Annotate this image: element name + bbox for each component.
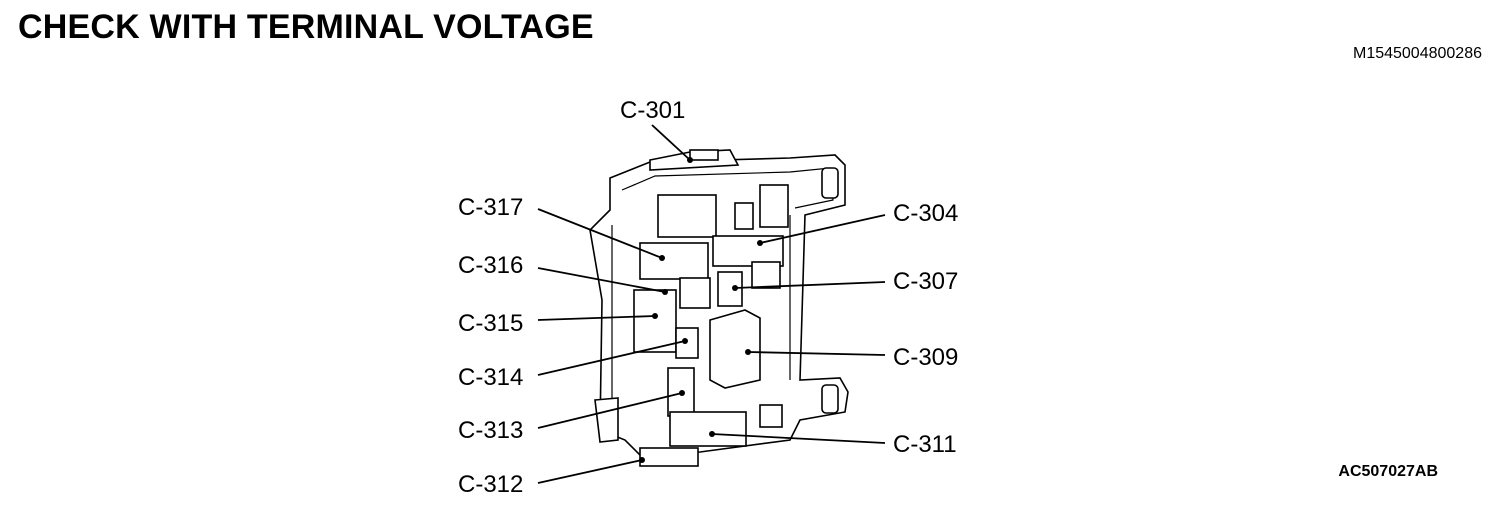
figure-id: AC507027AB [1338,463,1438,480]
connector-label-c307: C-307 [893,268,958,295]
leader-line-c312 [537,459,643,484]
target-dot-c317 [659,255,665,261]
leader-line-c315 [537,315,656,321]
leader-line-c311 [711,433,886,444]
connector-label-c304: C-304 [893,200,958,227]
connector-label-c317: C-317 [458,194,523,221]
connector-label-c313: C-313 [458,417,523,444]
leader-line-c307 [734,281,886,289]
connector-label-c316: C-316 [458,252,523,279]
connector-label-c311: C-311 [893,431,957,458]
document-id: M1545004800286 [1352,45,1482,62]
target-dot-c307 [732,285,738,291]
connector-label-c314: C-314 [458,364,523,391]
target-dot-c304 [757,240,763,246]
connector-label-c315: C-315 [458,310,523,337]
connector-label-c309: C-309 [893,344,958,371]
callout-c317: C-317 [458,194,665,261]
callout-c304: C-304 [757,200,958,246]
leader-line-c304 [759,214,886,244]
callout-c315: C-315 [458,310,658,337]
target-dot-c314 [682,338,688,344]
target-dot-c312 [639,457,645,463]
leader-line-c301 [651,124,691,161]
callout-c301: C-301 [620,97,693,163]
leader-line-c316 [537,267,666,293]
callout-c307: C-307 [732,268,958,295]
callout-c311: C-311 [709,431,957,458]
target-dot-c301 [687,157,693,163]
target-dot-c315 [652,313,658,319]
target-dot-c316 [662,289,668,295]
leader-line-c314 [537,340,686,376]
leader-line-c313 [537,392,683,429]
callout-c313: C-313 [458,390,685,444]
connector-label-c312: C-312 [458,471,523,498]
target-dot-c309 [745,349,751,355]
leader-line-c309 [747,351,886,356]
page-title: CHECK WITH TERMINAL VOLTAGE [18,8,594,46]
callout-c309: C-309 [745,344,958,371]
callout-c316: C-316 [458,252,668,295]
connector-label-c301: C-301 [620,97,685,124]
junction-block [589,149,849,467]
leader-line-c317 [537,208,663,259]
callout-c314: C-314 [458,338,688,391]
target-dot-c311 [709,431,715,437]
callout-c312: C-312 [458,457,645,498]
target-dot-c313 [679,390,685,396]
